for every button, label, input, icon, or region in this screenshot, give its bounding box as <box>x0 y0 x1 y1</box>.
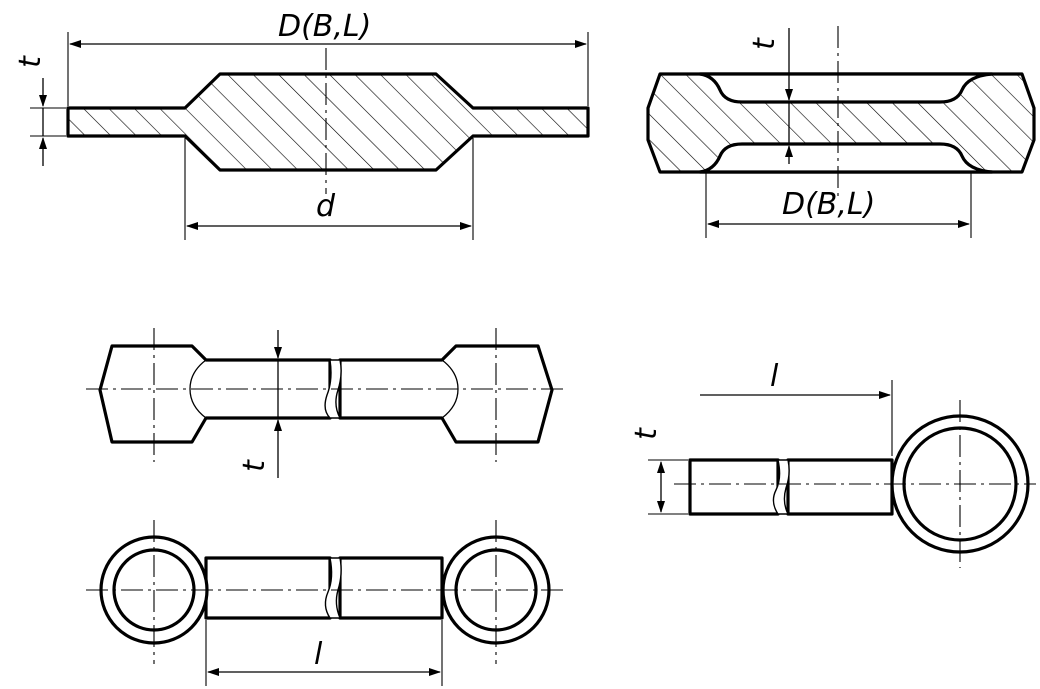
rod-top-view: l <box>86 520 568 686</box>
label-D-BL-2: D(B,L) <box>782 187 875 222</box>
label-t-1: t <box>13 55 48 68</box>
label-l-1: l <box>314 637 323 672</box>
section-flanged-disc: D(B,L) d t <box>13 9 590 240</box>
rod-side-view: t <box>86 328 568 478</box>
label-t-4: t <box>629 427 664 440</box>
label-l-2: l <box>770 359 779 394</box>
flanged-disc-body <box>66 72 590 172</box>
label-d: d <box>316 189 336 224</box>
rod-side-body <box>98 344 332 444</box>
upper-recess <box>698 72 994 104</box>
lower-recess <box>698 142 994 174</box>
section-recessed-disc: D(B,L) t <box>646 26 1036 238</box>
single-eye-lever: l t <box>629 359 1036 568</box>
rod-side-body-right <box>338 344 554 444</box>
label-t-2: t <box>747 37 782 50</box>
label-D-BL-1: D(B,L) <box>278 9 371 44</box>
label-t-3: t <box>237 459 272 472</box>
